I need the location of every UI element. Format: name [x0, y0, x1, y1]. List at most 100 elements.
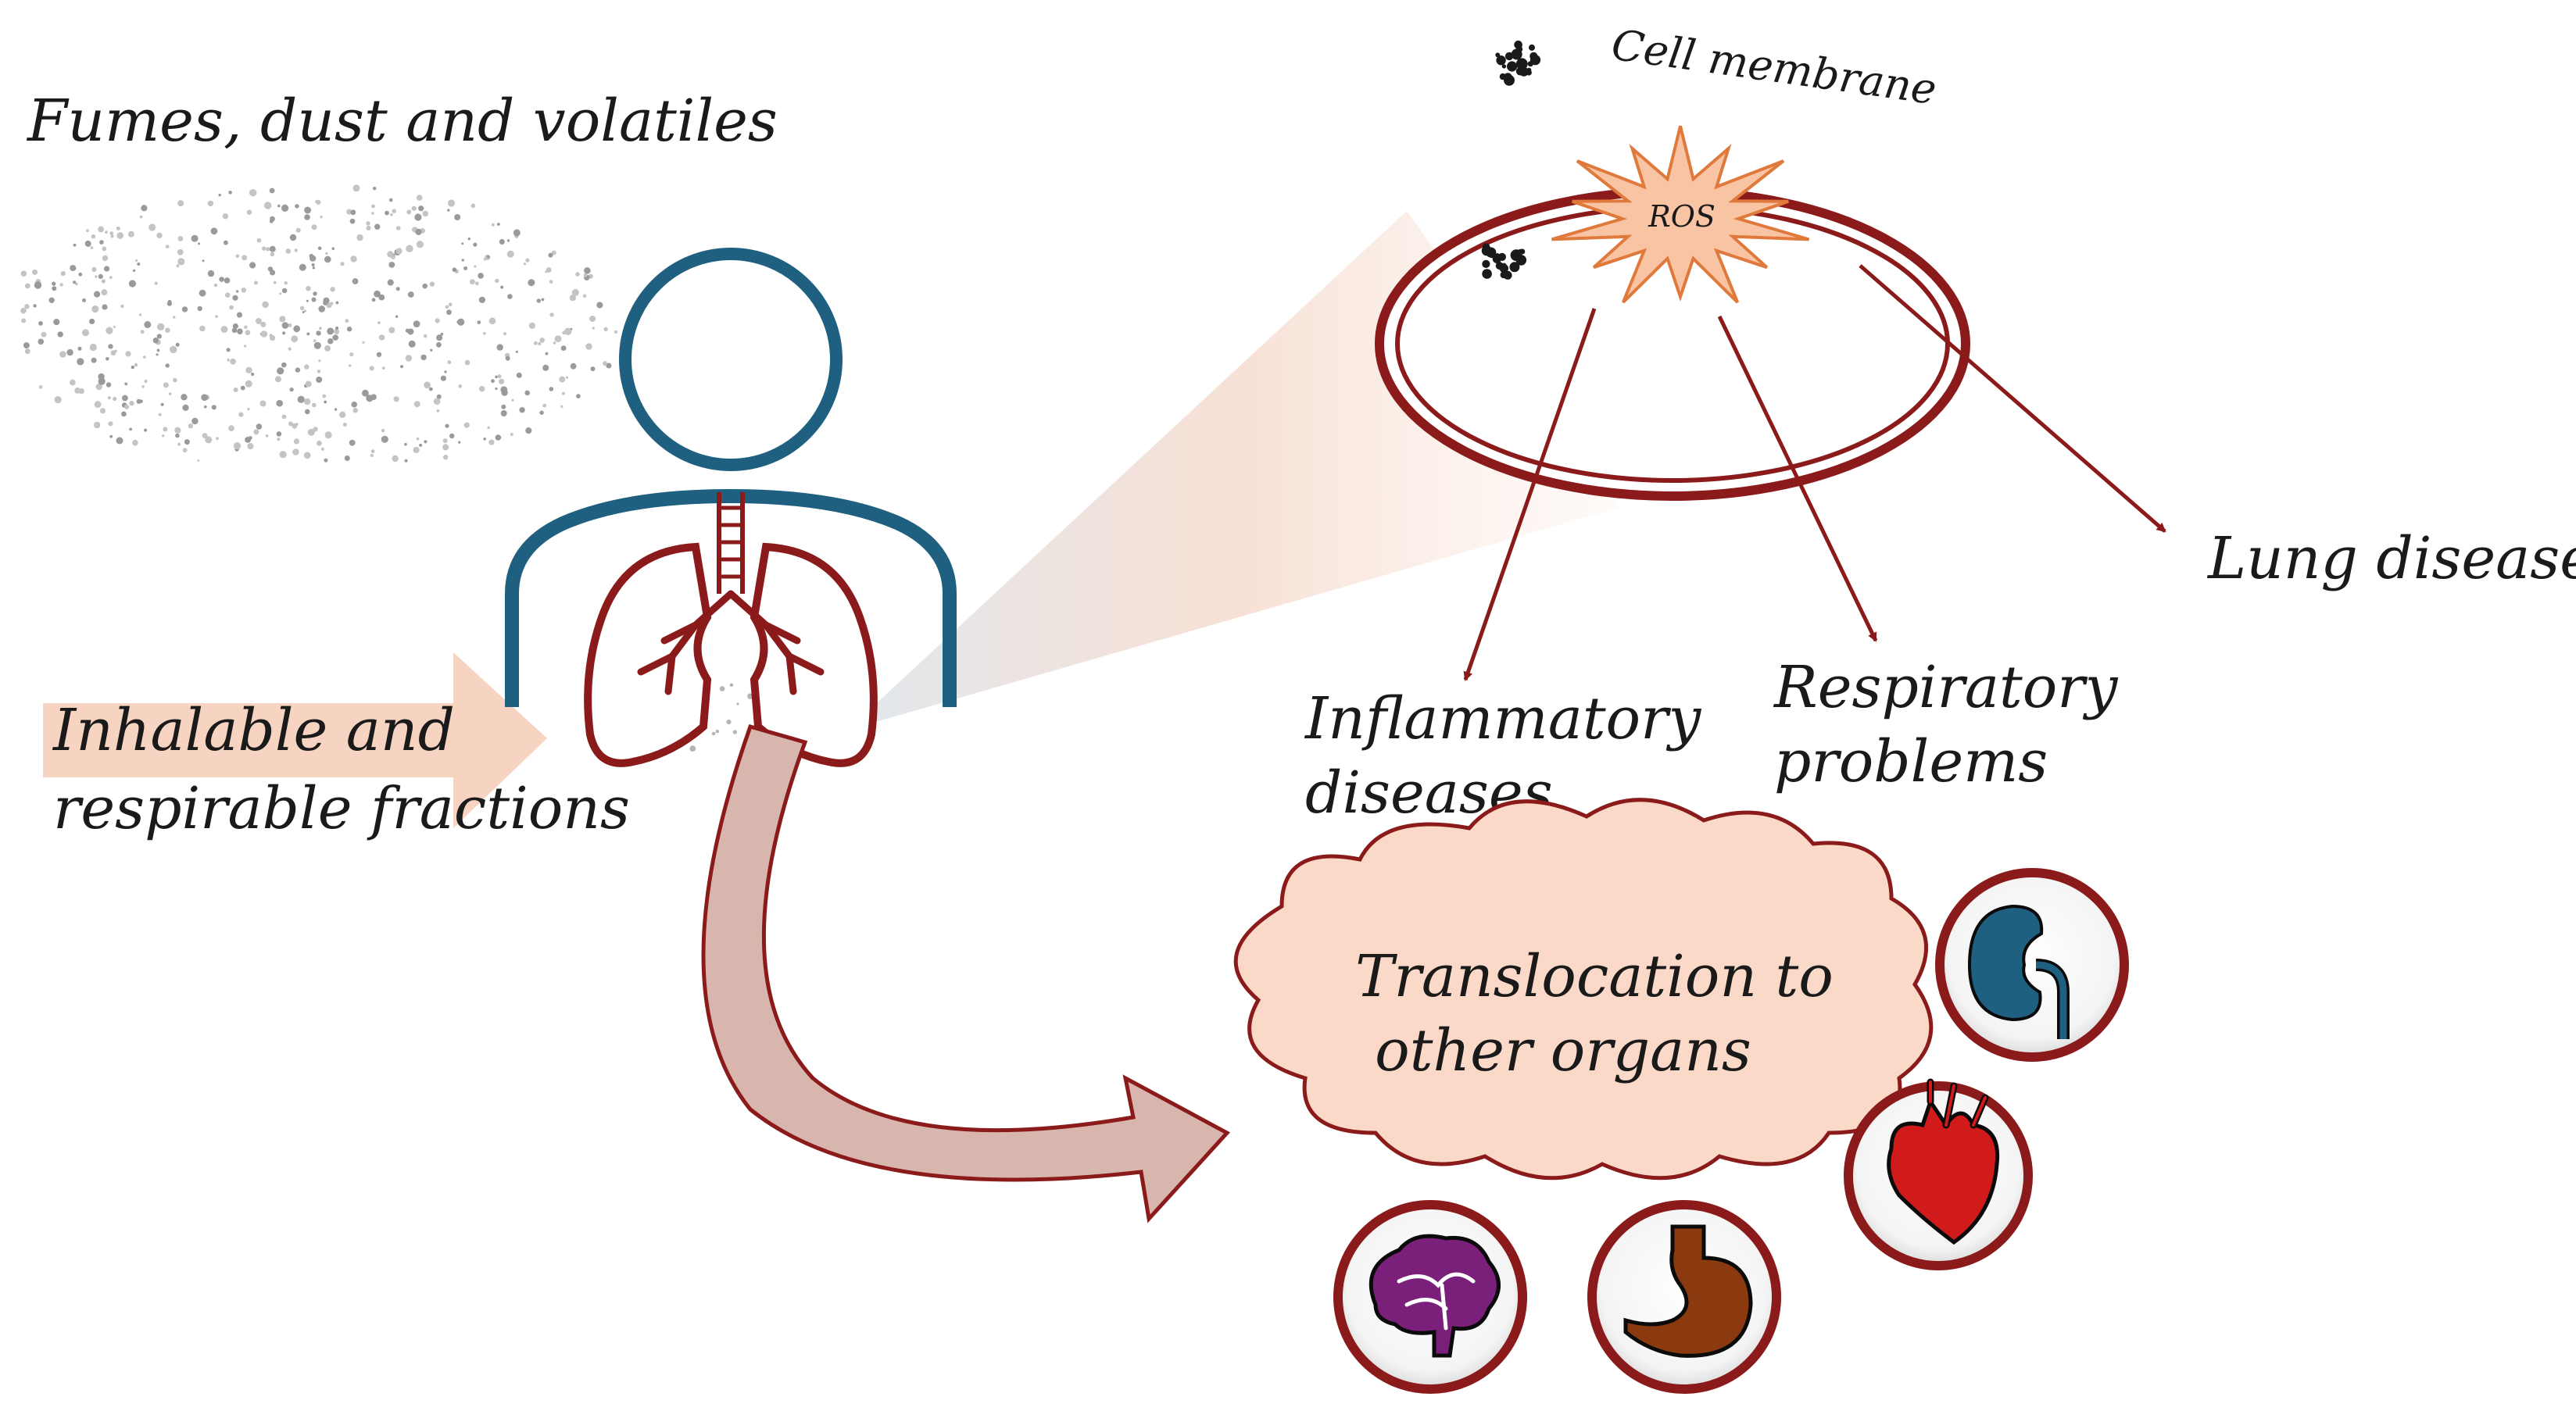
dust-particle	[77, 358, 84, 366]
dust-particle	[95, 383, 102, 391]
dust-particle	[152, 338, 159, 344]
dust-particle	[207, 270, 215, 277]
dust-particle	[116, 437, 123, 445]
dust-particle	[165, 327, 170, 334]
dust-particle	[285, 248, 292, 254]
dust-particle	[168, 392, 172, 395]
dust-particle	[198, 242, 201, 245]
dust-particle	[444, 370, 447, 373]
dust-particle	[342, 423, 347, 427]
dust-particle	[541, 298, 545, 302]
dust-particle	[378, 334, 385, 341]
dust-particle	[277, 204, 281, 208]
dust-particle	[108, 344, 113, 349]
dust-particle	[303, 398, 311, 405]
dust-particle	[235, 290, 239, 293]
dust-particle	[309, 255, 317, 262]
dust-particle	[311, 263, 315, 266]
dust-particle	[534, 341, 538, 345]
dust-particle	[445, 305, 449, 309]
dust-particle	[249, 189, 257, 197]
dust-particle	[596, 302, 603, 309]
lung-particle	[729, 683, 734, 687]
dust-particle	[408, 340, 416, 348]
dust-particle	[295, 227, 301, 233]
dust-particle	[513, 229, 521, 237]
brain-badge	[1333, 1200, 1527, 1394]
dust-particle	[506, 250, 514, 258]
dust-particle	[436, 394, 442, 399]
dust-particle	[350, 255, 357, 263]
dust-particle	[269, 334, 274, 338]
translocation-cloud	[1233, 798, 1934, 1181]
dust-particle	[52, 281, 56, 286]
dust-particle	[614, 330, 618, 334]
dust-particle	[548, 252, 553, 258]
dust-particle	[304, 214, 310, 220]
dust-particle	[366, 221, 370, 226]
dust-particle	[133, 269, 136, 272]
dust-particle	[109, 276, 113, 280]
dust-particle	[345, 319, 349, 323]
dust-particle	[284, 281, 288, 285]
dust-particle	[487, 255, 490, 259]
dust-particle	[592, 327, 595, 330]
particle-cluster-dot	[1509, 262, 1520, 273]
dust-particle	[525, 427, 532, 434]
dust-particle	[487, 426, 490, 430]
dust-particle	[140, 330, 145, 334]
dust-particle	[395, 287, 400, 291]
dust-particle	[48, 297, 55, 303]
dust-particle	[288, 347, 292, 351]
dust-particle	[222, 213, 229, 220]
dust-particle	[182, 448, 188, 453]
dust-particle	[497, 374, 502, 379]
dust-particle	[292, 448, 299, 455]
dust-particle	[109, 231, 114, 235]
dust-particle	[52, 286, 57, 291]
dust-particle	[373, 187, 377, 191]
dust-particle	[352, 184, 360, 192]
dust-particle	[374, 290, 381, 298]
dust-particle	[106, 357, 109, 361]
dust-particle	[289, 234, 297, 241]
dust-particle	[220, 326, 228, 333]
dust-particle	[156, 348, 160, 352]
dust-particle	[91, 357, 97, 363]
dust-particle	[349, 439, 356, 446]
arrow-to-lung	[1859, 264, 2166, 533]
dust-particle	[500, 386, 508, 394]
dust-particle	[549, 313, 554, 317]
dust-particle	[262, 301, 269, 309]
dust-particle	[165, 363, 170, 368]
dust-particle	[245, 380, 252, 388]
dust-particle	[136, 398, 141, 404]
dust-particle	[249, 262, 256, 269]
particle-cluster-dot	[1501, 64, 1507, 69]
dust-particle	[606, 363, 612, 369]
dust-particle	[101, 279, 106, 284]
dust-particle	[350, 209, 356, 216]
dust-particle	[560, 345, 567, 351]
dust-particle	[182, 404, 189, 412]
dust-particle	[59, 351, 66, 358]
dust-particle	[274, 376, 281, 383]
dust-particle	[148, 223, 156, 231]
dust-particle	[241, 288, 246, 293]
dust-particle	[422, 210, 429, 217]
dust-particle	[177, 248, 184, 255]
dust-particle	[211, 405, 216, 410]
dust-particle	[479, 386, 485, 392]
dust-particle	[461, 242, 464, 245]
dust-particle	[362, 389, 369, 397]
dust-particle	[546, 267, 552, 273]
dust-particle	[413, 446, 420, 454]
dust-particle	[395, 226, 401, 230]
dust-particle	[433, 398, 441, 405]
dust-particle	[99, 240, 104, 245]
dust-particle	[210, 227, 218, 235]
dust-particle	[542, 403, 547, 408]
dust-particle	[448, 302, 453, 307]
dust-particle	[109, 434, 113, 438]
dust-particle	[181, 394, 188, 401]
